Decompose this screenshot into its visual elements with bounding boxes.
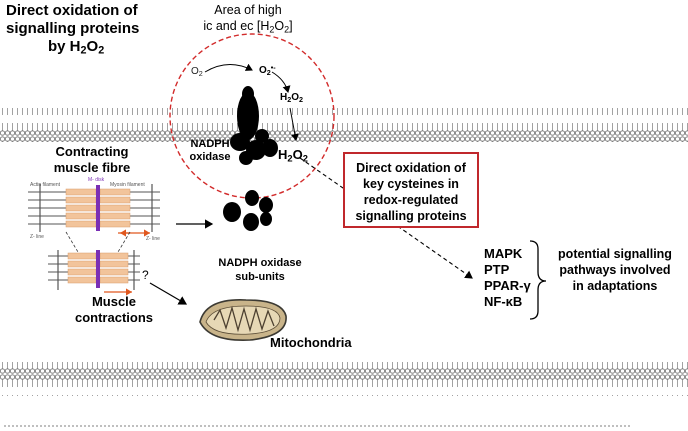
pathway-item: PPAR-γ (484, 278, 531, 293)
nadph-oxidase-label: NADPH oxidase (189, 138, 231, 163)
nadph-subunits-label: NADPH oxidase sub-units (218, 257, 302, 283)
question-mark: ? (142, 268, 149, 282)
superoxide-label: O2•- (259, 63, 276, 78)
upper-membrane (0, 108, 688, 142)
o2-to-superoxide-arrow (204, 63, 253, 73)
potential-pathways-label: potential signalling pathways involved i… (558, 247, 672, 293)
o2-label: O2 (191, 66, 203, 78)
h2o2-membrane-arrow (289, 107, 299, 141)
contracting-fibre-label: Contracting muscle fibre (53, 144, 131, 175)
muscle-fibre-lower (48, 250, 140, 296)
nadph-oxidase-complex (230, 86, 278, 165)
nadph-oxidase-subunits (223, 190, 273, 231)
h2o2-small-label: H2O2 (280, 92, 304, 104)
direct-oxidation-text: Direct oxidation of key cysteines in red… (355, 161, 467, 223)
fibre-to-mitochondria-arrow (149, 282, 188, 305)
diagram-title: Direct oxidation of signalling proteins … (6, 2, 184, 60)
high-h2o2-area-label: Area of high ic and ec [H2O2] (203, 3, 293, 35)
h2o2-large-label: H2O2 (278, 147, 308, 164)
pathway-item: PTP (484, 262, 510, 277)
myosin-filament-label: Myosin filament (110, 182, 145, 188)
title-line-2: signalling proteins (6, 20, 140, 37)
muscle-fibre-upper (28, 184, 160, 237)
z-line-left-label: Z- line (30, 234, 44, 240)
muscle-contractions-label: Muscle contractions (74, 294, 153, 325)
pathways-brace (529, 240, 547, 320)
pathway-list: MAPK PTP PPAR-γ NF-κB (484, 246, 531, 310)
title-line-1: Direct oxidation of (6, 2, 138, 19)
superoxide-to-h2o2-arrow (271, 71, 291, 93)
z-line-right-label: Z- line (146, 236, 160, 242)
mitochondria-label: Mitochondria (270, 335, 352, 350)
pathway-item: MAPK (484, 246, 523, 261)
direct-oxidation-box (343, 152, 479, 228)
title-line-3: by H2O2 (48, 38, 105, 57)
lower-membrane (0, 362, 688, 396)
pathway-item: NF-κB (484, 294, 523, 309)
actin-filament-label: Actin filament (30, 182, 61, 188)
mitochondrion (199, 299, 287, 341)
m-disk-label: M- disk (88, 177, 105, 183)
